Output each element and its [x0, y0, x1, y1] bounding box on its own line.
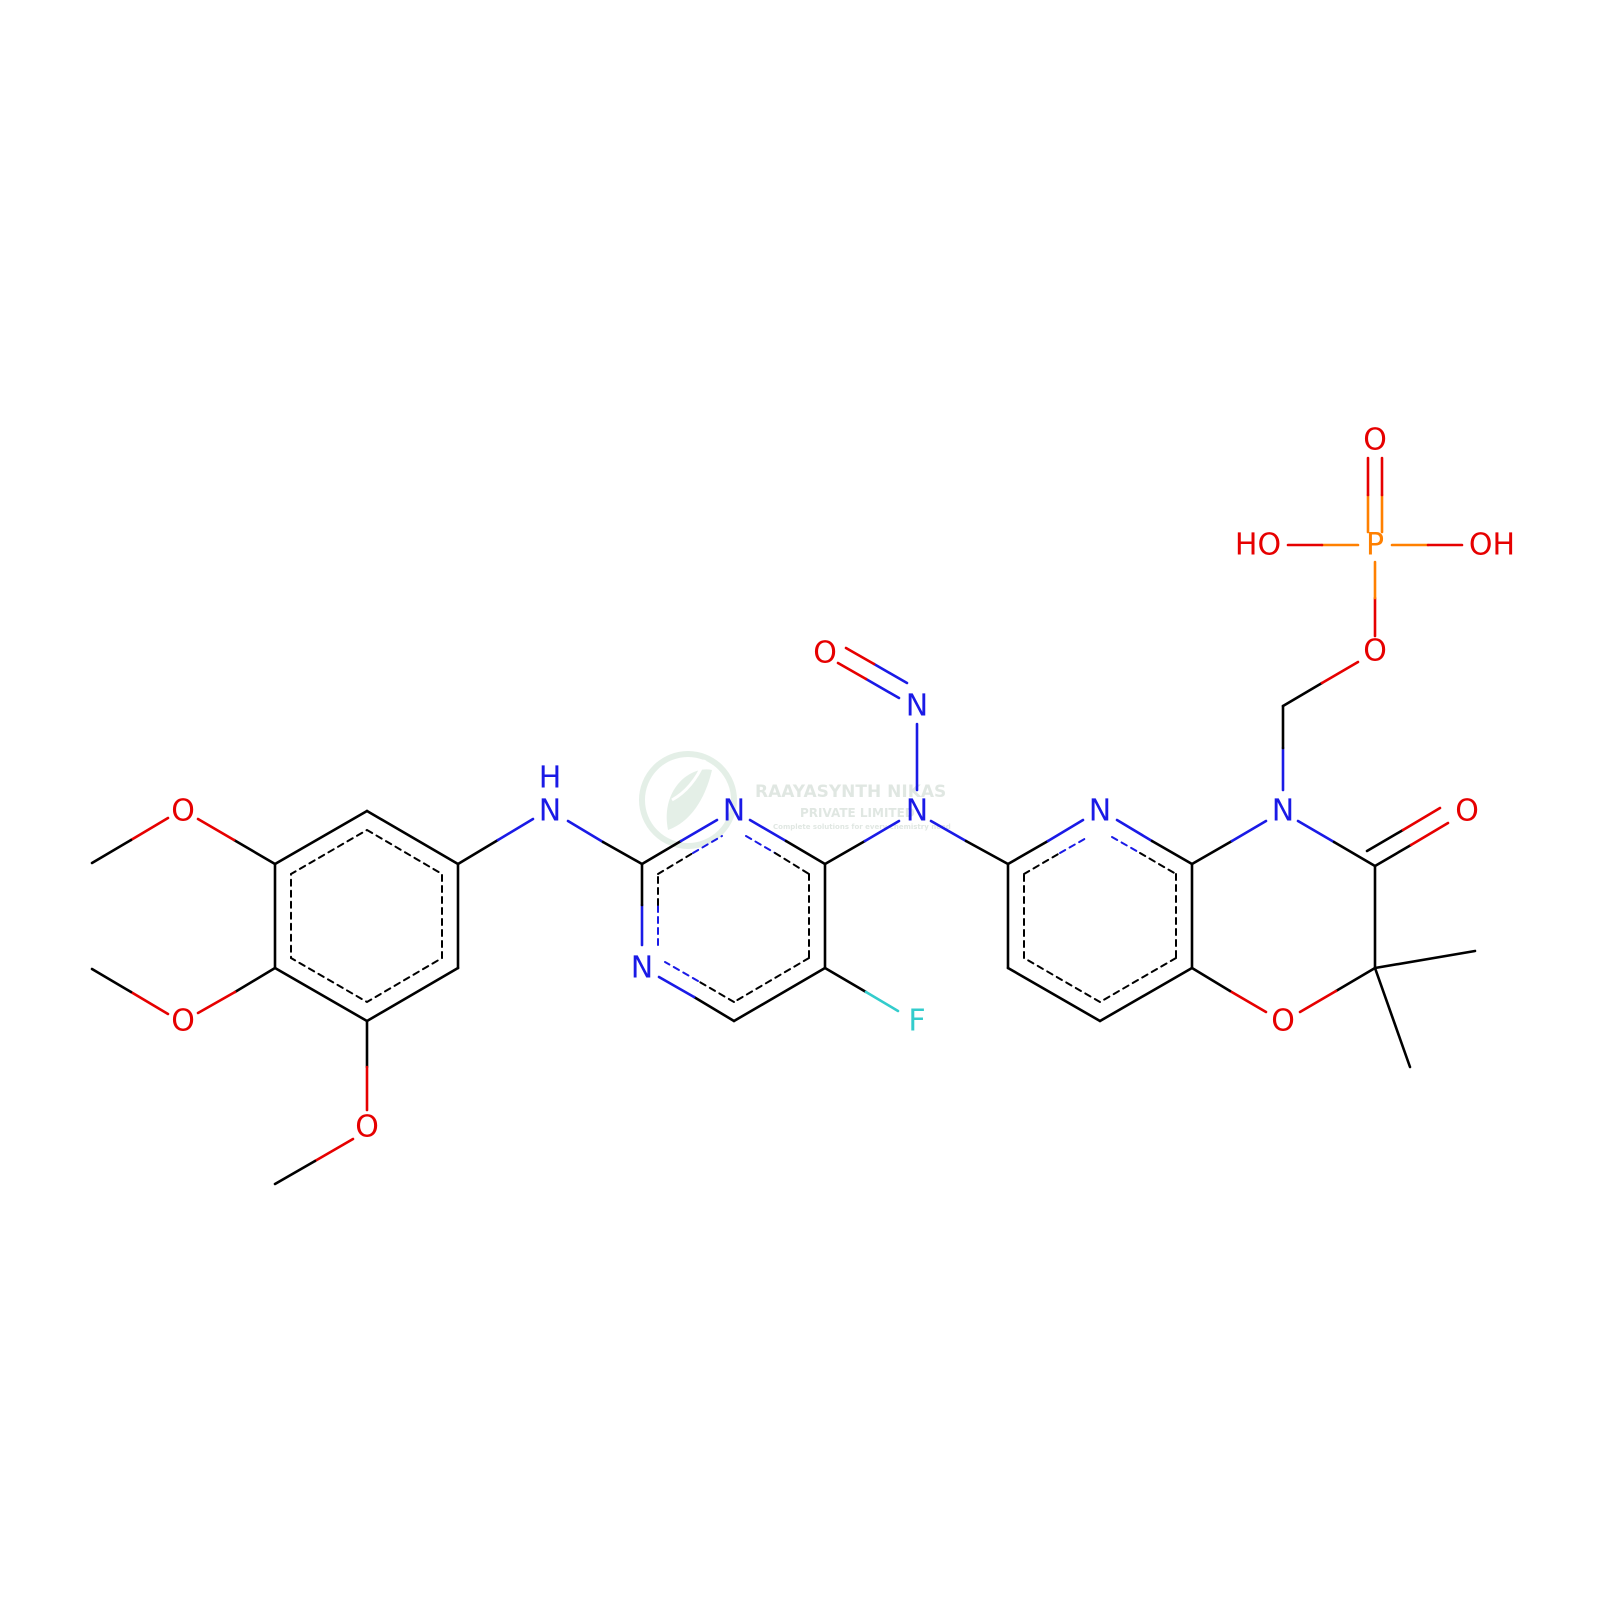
atom-o-phosphoryl: O [1363, 423, 1387, 458]
aromatic-dash [733, 957, 810, 1003]
atom-n-pyridine: N [1089, 794, 1111, 829]
bond [456, 838, 500, 866]
atom-o-methoxy-mid: O [171, 1004, 195, 1039]
atom-o-ester: O [1363, 634, 1387, 669]
bond [836, 661, 868, 681]
bond [929, 819, 968, 843]
bond [313, 1137, 355, 1163]
aromatic-dash [692, 835, 723, 854]
bond [1401, 806, 1442, 832]
watermark-line2: PRIVATE LIMITED [800, 806, 915, 820]
watermark: RAAYASYNTH NIKAS PRIVATE LIMITED Complet… [639, 751, 951, 849]
bond [273, 966, 369, 1023]
bond [1115, 818, 1154, 843]
bond [823, 839, 867, 866]
atom-o-methoxy-bottom: O [355, 1110, 379, 1145]
bond [864, 990, 900, 1013]
bond [1334, 966, 1377, 993]
bond [365, 966, 460, 1023]
bond [1373, 966, 1412, 1069]
bond [196, 990, 237, 1015]
bond [1281, 681, 1324, 708]
bond [964, 839, 1010, 866]
atom-o-carbonyl: O [1455, 794, 1479, 829]
atom-n-amine: N [539, 794, 561, 829]
atom-n-nitroso: N [906, 689, 928, 724]
bond [1230, 819, 1268, 843]
bond [1006, 839, 1050, 866]
aromatic-dash [1059, 836, 1089, 854]
bond [90, 838, 133, 865]
bond [864, 677, 901, 700]
bond [844, 646, 876, 666]
aromatic-dash [774, 852, 810, 875]
bond [732, 966, 827, 1023]
bond [273, 809, 369, 866]
atom-o-nitroso: O [813, 636, 837, 671]
bond [1228, 989, 1268, 1014]
watermark-line1: RAAYASYNTH NIKAS [755, 782, 946, 802]
bond [1046, 818, 1085, 843]
atom-oh-right: OH [1469, 528, 1515, 563]
bond [1006, 966, 1102, 1023]
bond [657, 975, 696, 999]
bond [872, 662, 909, 685]
bond [1332, 840, 1377, 868]
atom-fluorine: F [908, 1004, 925, 1039]
bond [1190, 839, 1234, 866]
leaf-logo-icon [639, 751, 737, 849]
bonds [90, 456, 1477, 1186]
bond [1373, 949, 1477, 970]
bond [1098, 966, 1194, 1023]
atom-n-nitroso-amine: N [906, 794, 928, 829]
aromatic-dash [1023, 852, 1061, 875]
bond [1365, 828, 1405, 853]
bond [496, 817, 535, 842]
bond [1298, 989, 1338, 1014]
bond [233, 966, 277, 994]
aromatic-dash [1111, 836, 1141, 854]
bond [1296, 819, 1336, 844]
bond [365, 809, 460, 866]
bond [748, 818, 788, 843]
atom-h-amine: H [539, 761, 562, 796]
bond [601, 840, 644, 866]
bond [823, 966, 868, 994]
bond [1373, 843, 1413, 868]
bond [679, 818, 719, 843]
aromatic-dash [1099, 957, 1177, 1003]
bond [1409, 821, 1450, 847]
bond [784, 839, 827, 866]
bond [129, 816, 170, 842]
aromatic-dash [1023, 957, 1101, 1003]
bond [1150, 839, 1194, 866]
bond [273, 1159, 317, 1186]
atom-n-oxazine: N [1272, 794, 1294, 829]
bond [863, 819, 901, 843]
watermark-line3: Complete solutions for every chemistry n… [773, 823, 951, 831]
aromatic-dash [657, 852, 694, 875]
aromatic-dash [697, 980, 735, 1003]
atom-oh-left: HO [1235, 528, 1281, 563]
bond [196, 817, 236, 842]
atom-n-pyrimidine-bottom: N [631, 951, 653, 986]
atom-labels: O O O N H N N F N N O N N O O O P O HO O… [171, 423, 1515, 1145]
aromatic-ring-dash [290, 828, 443, 1004]
aromatic-dash [1139, 852, 1177, 875]
bond [566, 819, 605, 844]
atom-o-methoxy-top: O [171, 794, 195, 829]
bond [692, 995, 736, 1023]
atom-o-ring: O [1271, 1004, 1295, 1039]
bond [232, 838, 277, 866]
bond [90, 967, 133, 994]
bond [640, 839, 683, 866]
atom-phosphorus: P [1366, 528, 1384, 563]
aromatic-dash [745, 835, 776, 854]
aromatic-dash [664, 961, 699, 982]
bond [129, 990, 170, 1016]
bond [1320, 660, 1360, 685]
atom-n-pyrimidine-top: N [723, 794, 745, 829]
bond [1190, 966, 1232, 993]
